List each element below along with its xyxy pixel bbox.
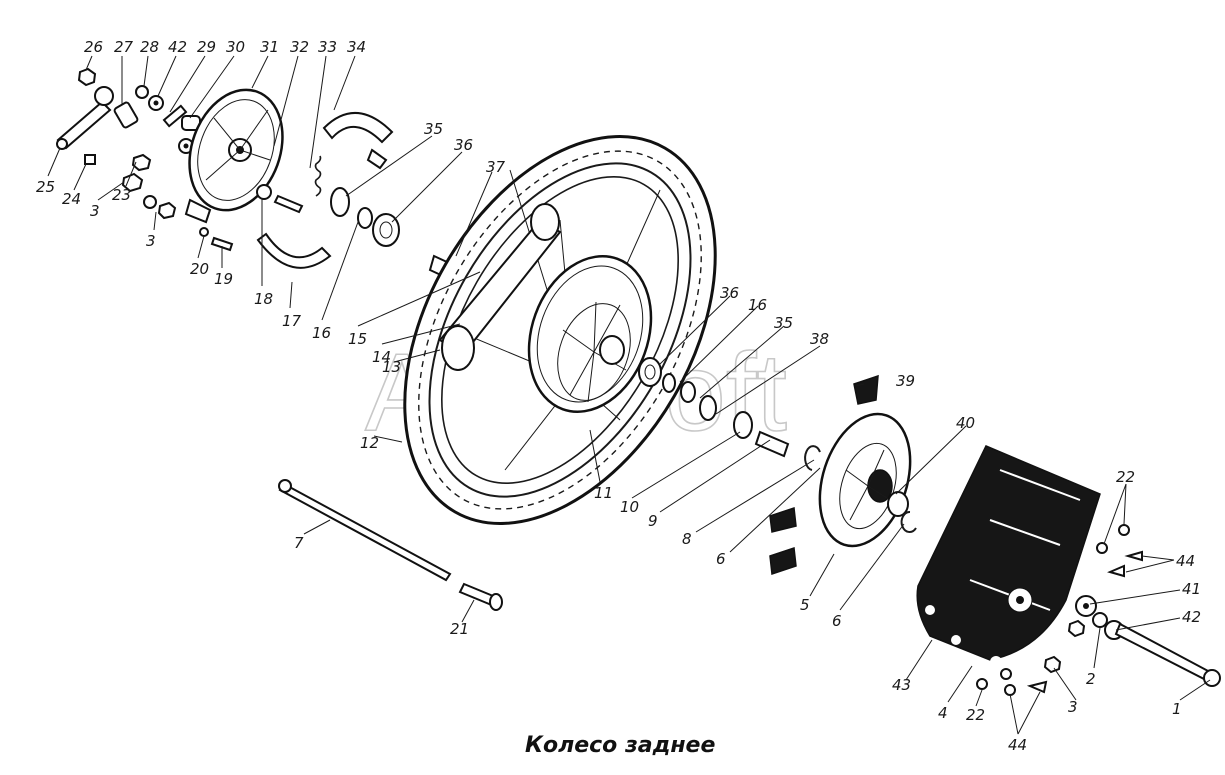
part-label: 3: [146, 232, 156, 250]
part-label: 40: [956, 414, 975, 432]
part-label: 22: [1116, 468, 1135, 486]
part-label: 21: [450, 620, 469, 638]
part-label: 3: [1068, 698, 1078, 716]
part-label: 29: [197, 38, 216, 56]
part-label: 15: [348, 330, 367, 348]
part-label: 1: [1172, 700, 1182, 718]
part-label: 36: [454, 136, 473, 154]
part-label: 44: [1176, 552, 1195, 570]
part-label: 42: [1182, 608, 1201, 626]
part-label: 4: [938, 704, 948, 722]
part-label: 30: [226, 38, 245, 56]
part-label: 5: [800, 596, 810, 614]
part-label: 9: [648, 512, 658, 530]
part-label: 14: [372, 348, 391, 366]
part-label: 6: [832, 612, 842, 630]
part-label: 18: [254, 290, 273, 308]
part-label: 28: [140, 38, 159, 56]
part-number-labels: 26 27 28 42 29 30 31 32 33 34 25 24 3 23…: [36, 38, 1201, 754]
part-label: 36: [720, 284, 739, 302]
part-label: 20: [190, 260, 209, 278]
part-label: 26: [84, 38, 103, 56]
part-label: 16: [312, 324, 331, 342]
leader-lines: [47, 55, 1211, 735]
part-label: 37: [486, 158, 506, 176]
part-label: 27: [114, 38, 134, 56]
part-label: 10: [620, 498, 639, 516]
part-label: 2: [1086, 670, 1096, 688]
part-label: 11: [594, 484, 613, 502]
part-label: 23: [112, 186, 131, 204]
part-label: 3: [90, 202, 100, 220]
part-label: 42: [168, 38, 187, 56]
part-label: 22: [966, 706, 985, 724]
part-label: 16: [748, 296, 767, 314]
part-label: 19: [214, 270, 233, 288]
part-label: 8: [682, 530, 692, 548]
part-label: 41: [1182, 580, 1201, 598]
part-label: 13: [382, 358, 401, 376]
part-label: 7: [294, 534, 304, 552]
part-label: 35: [424, 120, 443, 138]
part-label: 17: [282, 312, 302, 330]
part-label: 34: [347, 38, 366, 56]
part-label: 32: [290, 38, 309, 56]
part-label: 25: [36, 178, 55, 196]
part-label: 33: [318, 38, 337, 56]
part-label: 24: [62, 190, 81, 208]
part-label: 44: [1008, 736, 1027, 754]
part-label: 31: [260, 38, 279, 56]
part-label: 12: [360, 434, 379, 452]
part-label: 43: [892, 676, 911, 694]
part-label: 35: [774, 314, 793, 332]
diagram-title: Колесо заднее: [525, 733, 715, 758]
part-label: 6: [716, 550, 726, 568]
part-drawings: [56, 67, 1221, 696]
part-label: 39: [896, 372, 915, 390]
part-label: 38: [810, 330, 829, 348]
